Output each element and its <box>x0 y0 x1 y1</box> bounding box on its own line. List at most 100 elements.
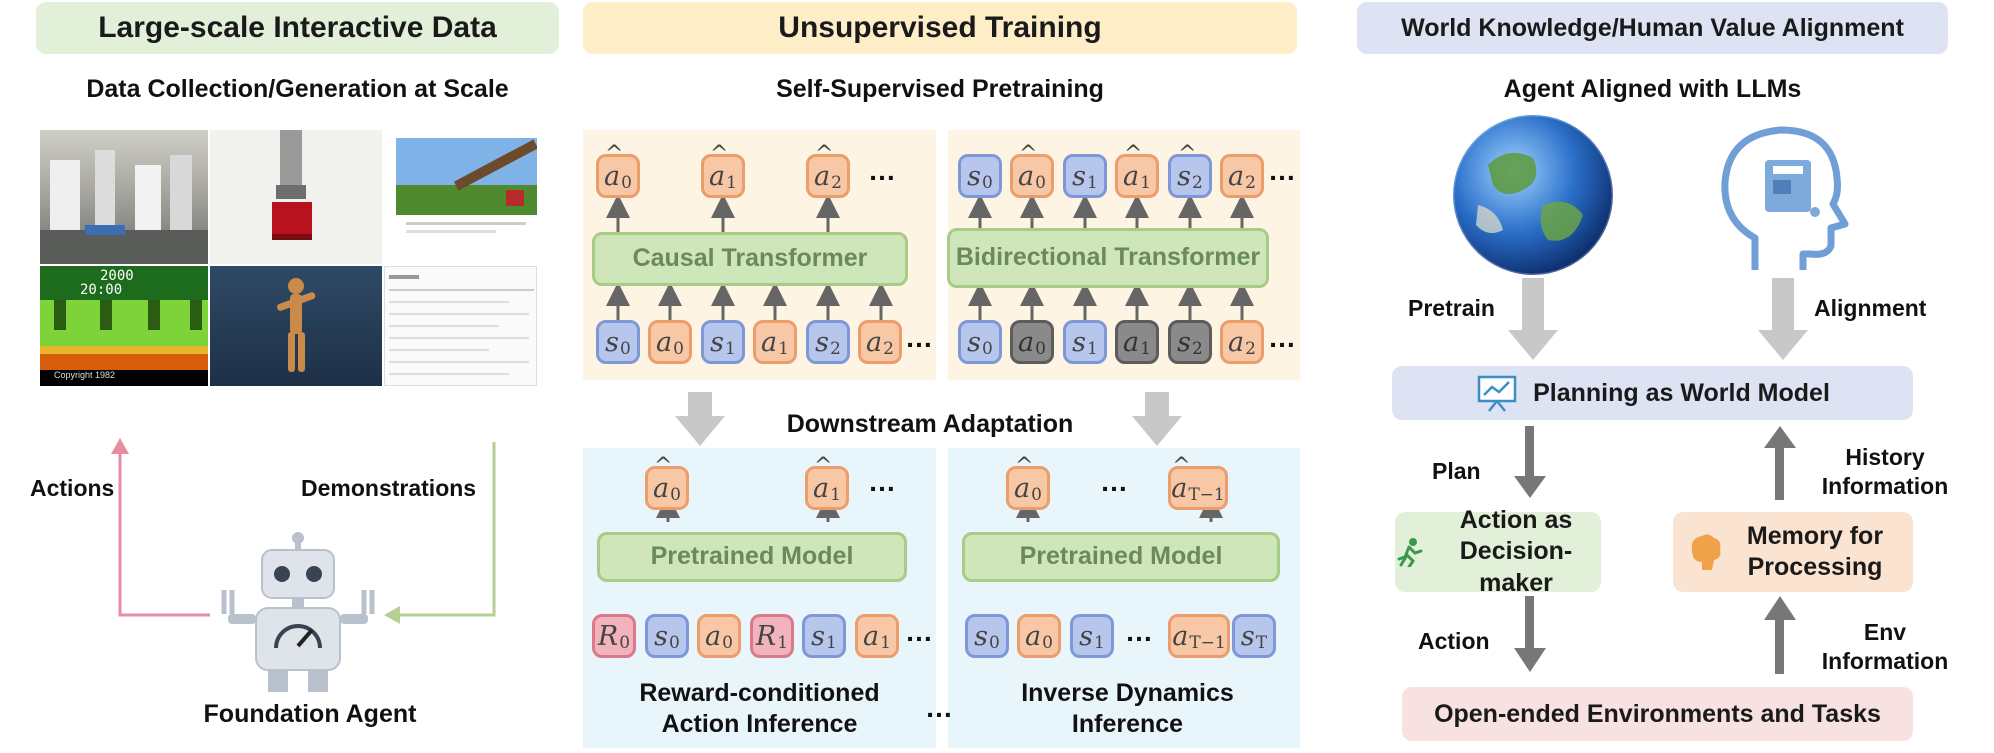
subtitle-self-supervised: Self-Supervised Pretraining <box>776 75 1104 103</box>
token-sub: 2 <box>830 338 841 359</box>
pretrained-model-inverse: Pretrained Model <box>962 532 1280 582</box>
ellipsis: … <box>868 155 898 186</box>
token-sub: 0 <box>673 338 684 359</box>
brain-icon <box>1691 534 1721 570</box>
earth-icon <box>1451 113 1615 277</box>
token-sub: 1 <box>1087 172 1098 193</box>
token-sub: 2 <box>1245 172 1256 193</box>
token-sub: 0 <box>982 338 993 359</box>
token-letter: a <box>1172 620 1189 652</box>
action-decision-row: Action as Decision-maker <box>1395 505 1601 599</box>
left-loop-arrows <box>111 438 496 624</box>
token-letter: a <box>709 142 729 192</box>
token-letter: a <box>866 326 883 358</box>
alignment-arrow <box>1758 278 1808 360</box>
token-sub: 0 <box>669 632 680 653</box>
downstream-adaptation-label: Downstream Adaptation <box>786 410 1074 438</box>
token-letter: a <box>653 454 673 504</box>
token-letter: a <box>1123 142 1143 192</box>
token-letter: s <box>974 620 989 652</box>
atari-game-image: 2000 20:00 Copyright 1982 <box>40 266 208 386</box>
token-sub: 0 <box>1035 172 1046 193</box>
open-ended-text: Open-ended Environments and Tasks <box>1434 700 1881 728</box>
token-letter: a <box>863 620 880 652</box>
token-sub: 1 <box>1140 338 1151 359</box>
alignment-label: Alignment <box>1814 295 1927 321</box>
token-sub: 1 <box>1087 338 1098 359</box>
token-sub: 2 <box>1192 338 1203 359</box>
ellipsis: … <box>925 692 955 723</box>
token-letter: s <box>1177 326 1192 358</box>
token-letter: a <box>1018 326 1035 358</box>
token-sub: 1 <box>778 338 789 359</box>
token-sub: 2 <box>1245 338 1256 359</box>
human-head-book-icon <box>1721 126 1849 270</box>
token-sub: T−1 <box>1189 632 1226 653</box>
token-sub: 0 <box>620 338 631 359</box>
header-alignment-text: World Knowledge/Human Value Alignment <box>1401 13 1904 42</box>
action-arrow <box>1514 596 1546 672</box>
action-decision-box: Action as Decision-maker <box>1395 506 1601 597</box>
token-letter: R <box>597 620 619 652</box>
token-letter: R <box>755 620 777 652</box>
game-time: 20:00 <box>80 282 123 298</box>
env-label: Env Information <box>1821 619 1949 674</box>
token-ahat1-top: a1 <box>701 142 745 198</box>
token-ahat0-inverse: a0 <box>1006 454 1050 510</box>
presentation-chart-icon <box>1477 375 1517 412</box>
plan-arrow <box>1514 426 1546 498</box>
token-letter: a <box>761 326 778 358</box>
token-letter: s <box>1177 142 1196 192</box>
plan-label: Plan <box>1432 458 1481 484</box>
token-sub: 0 <box>1035 338 1046 359</box>
token-sub: 1 <box>880 632 891 653</box>
minecraft-image <box>396 130 537 264</box>
token-shat2-top: s2 <box>1168 142 1212 198</box>
token-sub: 0 <box>621 172 632 193</box>
token-sub: 2 <box>831 172 842 193</box>
action-decision-content: Action as Decision-maker <box>1395 505 1601 599</box>
reward-caption: Reward-conditioned Action Inference <box>639 679 880 739</box>
token-sub: 0 <box>982 172 993 193</box>
token-ahat1-reward: a1 <box>805 454 849 510</box>
token-sub: 1 <box>1140 172 1151 193</box>
reward-panel <box>583 448 936 748</box>
token-letter: a <box>656 326 673 358</box>
subtitle-agent-aligned: Agent Aligned with LLMs <box>1503 75 1802 103</box>
token-letter: s <box>1072 160 1087 192</box>
header-interactive-data-text: Large-scale Interactive Data <box>98 11 497 44</box>
pretrained-model-reward: Pretrained Model <box>597 532 907 582</box>
subtitle-data-collection: Data Collection/Generation at Scale <box>86 75 509 103</box>
token-ahat1-top-b: a1 <box>1115 142 1159 198</box>
header-unsupervised-training: Unsupervised Training <box>583 2 1297 54</box>
token-sub: 1 <box>777 632 789 653</box>
header-unsupervised-training-text: Unsupervised Training <box>778 11 1102 44</box>
down-arrow-right <box>1132 392 1182 446</box>
header-alignment: World Knowledge/Human Value Alignment <box>1357 2 1948 54</box>
token-letter: s <box>1240 620 1255 652</box>
token-sub: T−1 <box>1188 484 1225 505</box>
bidirectional-transformer: Bidirectional Transformer <box>947 228 1269 288</box>
robot-icon <box>221 532 375 692</box>
pretrain-label: Pretrain <box>1408 295 1495 321</box>
token-sub: 1 <box>830 484 841 505</box>
causal-transformer: Causal Transformer <box>592 232 908 286</box>
token-letter: a <box>1228 326 1245 358</box>
token-letter: s <box>811 620 826 652</box>
token-ahat2-top: a2 <box>806 142 850 198</box>
token-letter: a <box>1228 160 1245 192</box>
token-letter: s <box>654 620 669 652</box>
open-ended-box: Open-ended Environments and Tasks <box>1402 687 1913 741</box>
down-arrow-left <box>675 392 725 446</box>
inverse-caption: Inverse Dynamics Inference <box>1021 679 1234 739</box>
